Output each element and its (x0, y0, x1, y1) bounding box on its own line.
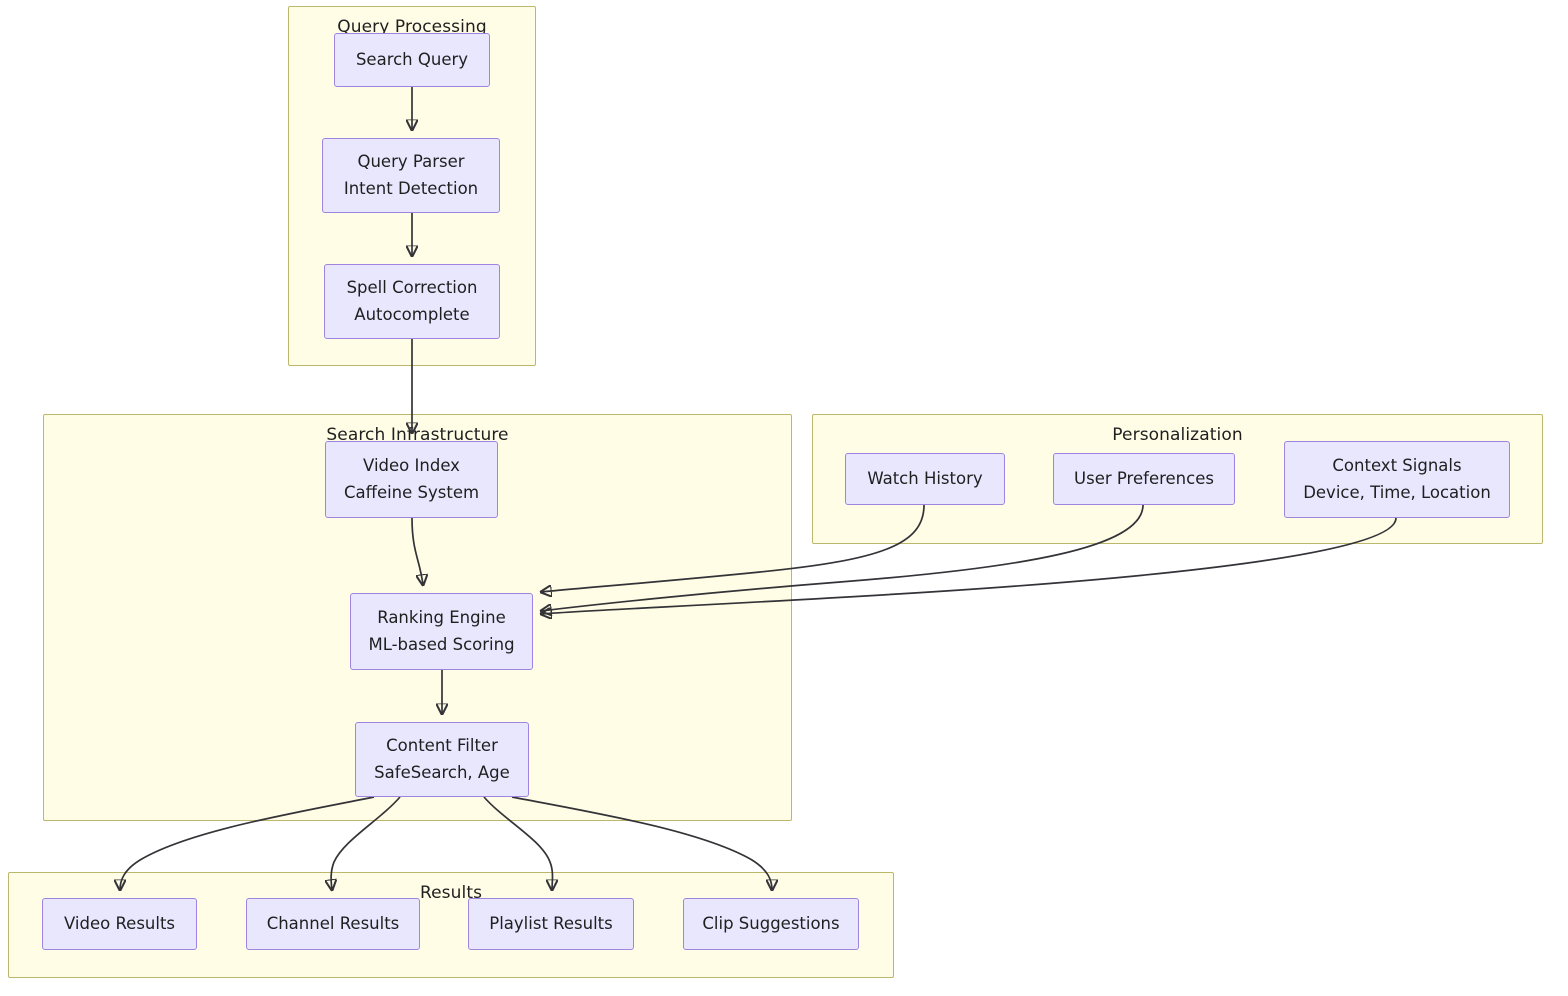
node-content-filter[interactable]: Content Filter SafeSearch, Age (355, 722, 529, 797)
node-spell-correction-line1: Spell Correction (346, 277, 478, 297)
node-spell-correction[interactable]: Spell Correction Autocomplete (324, 264, 500, 339)
node-channel-results[interactable]: Channel Results (246, 898, 420, 950)
node-query-parser-line2: Intent Detection (343, 178, 479, 198)
node-context-signals-line1: Context Signals (1332, 455, 1462, 475)
node-playlist-results[interactable]: Playlist Results (468, 898, 634, 950)
node-watch-history[interactable]: Watch History (845, 453, 1005, 505)
node-user-preferences[interactable]: User Preferences (1053, 453, 1235, 505)
node-ranking-engine-line1: Ranking Engine (377, 607, 506, 627)
node-context-signals-line2: Device, Time, Location (1303, 482, 1491, 502)
node-video-results[interactable]: Video Results (42, 898, 197, 950)
cluster-title-results: Results (419, 883, 483, 903)
node-context-signals[interactable]: Context Signals Device, Time, Location (1284, 441, 1510, 518)
node-clip-suggestions-line1: Clip Suggestions (702, 913, 840, 933)
node-query-parser[interactable]: Query Parser Intent Detection (322, 138, 500, 213)
node-search-query-line1: Search Query (355, 49, 469, 69)
node-content-filter-line2: SafeSearch, Age (374, 762, 510, 782)
node-query-parser-line1: Query Parser (357, 151, 465, 171)
node-search-query[interactable]: Search Query (334, 33, 490, 87)
cluster-title-personalization: Personalization (1112, 425, 1243, 445)
node-content-filter-line1: Content Filter (386, 735, 498, 755)
node-video-index-line1: Video Index (363, 455, 460, 475)
node-video-index-line2: Caffeine System (343, 482, 480, 502)
node-ranking-engine[interactable]: Ranking Engine ML-based Scoring (350, 593, 533, 670)
node-user-preferences-line1: User Preferences (1074, 468, 1214, 488)
node-spell-correction-line2: Autocomplete (354, 304, 470, 324)
node-watch-history-line1: Watch History (867, 468, 983, 488)
node-playlist-results-line1: Playlist Results (489, 913, 613, 933)
node-channel-results-line1: Channel Results (266, 913, 400, 933)
cluster-title-search-infrastructure: Search Infrastructure (326, 425, 509, 445)
node-video-results-line1: Video Results (63, 913, 176, 933)
node-clip-suggestions[interactable]: Clip Suggestions (683, 898, 859, 950)
node-video-index[interactable]: Video Index Caffeine System (325, 441, 498, 518)
cluster-title-query-processing: Query Processing (337, 17, 487, 37)
node-ranking-engine-line2: ML-based Scoring (368, 634, 515, 654)
